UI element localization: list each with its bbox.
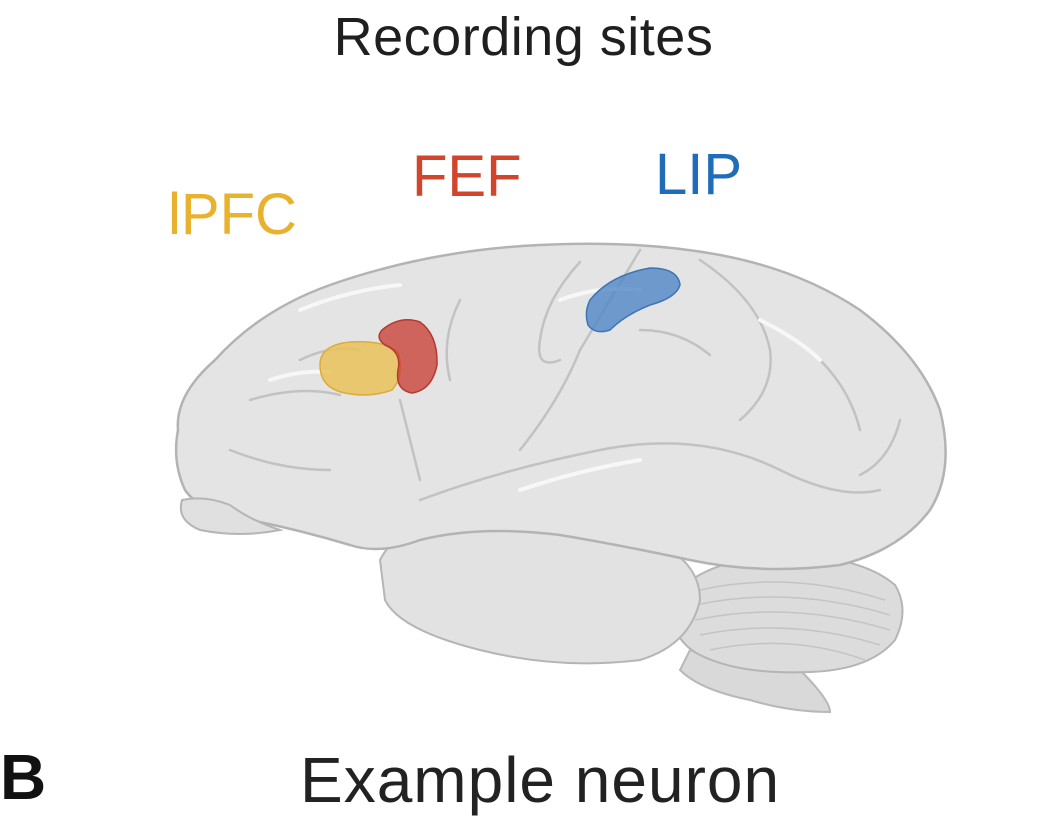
fef-site (378, 319, 438, 394)
lpfc-label: lPFC (168, 182, 297, 247)
frontal-pole (179, 497, 284, 535)
lip-site (585, 267, 681, 333)
lip-label: LIP (655, 142, 743, 207)
fef-label: FEF (412, 144, 522, 209)
cerebrum (174, 242, 947, 571)
figure-title: Recording sites (333, 7, 714, 67)
cerebellum-folia (694, 581, 891, 661)
panel-heading: Example neuron (300, 744, 781, 816)
lpfc-site (319, 340, 402, 396)
cerebellum (668, 553, 904, 674)
panel-letter: B (0, 741, 47, 813)
brain-illustration (174, 242, 947, 714)
sulci (228, 248, 902, 502)
